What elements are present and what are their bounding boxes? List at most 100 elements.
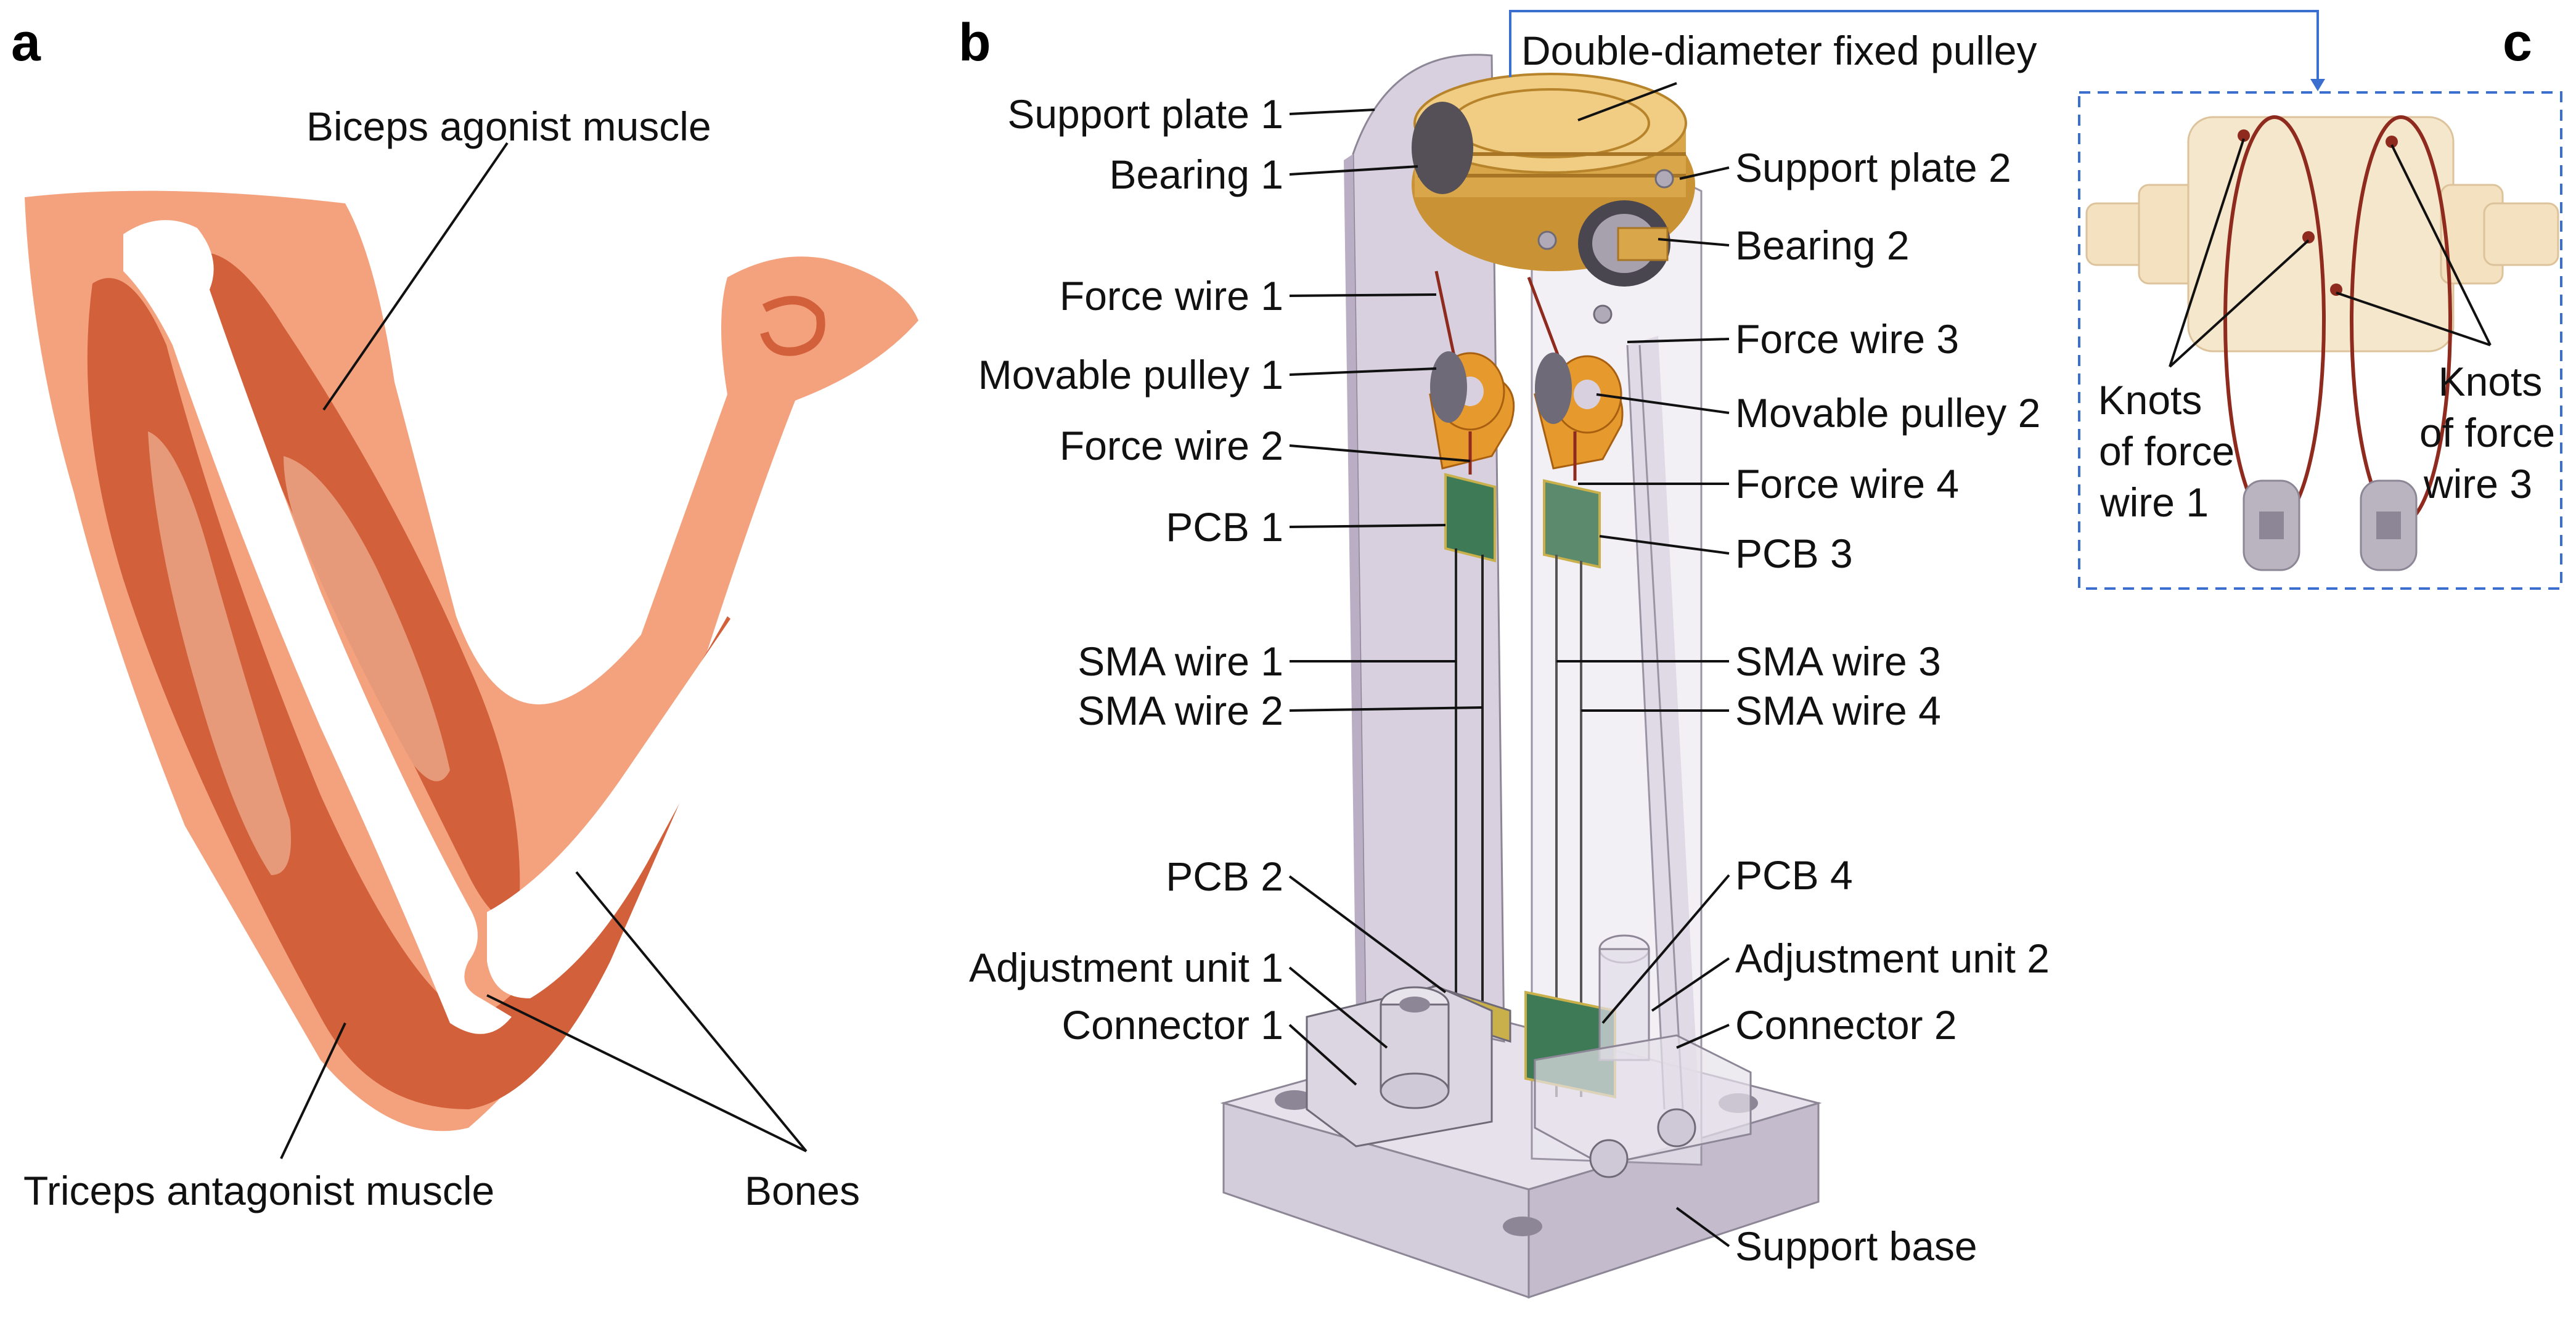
leader-force-wire-2: [1289, 444, 1471, 462]
bolt: [1589, 1139, 1629, 1178]
label-knots-3-line-3: wire 3: [2423, 461, 2532, 507]
movable-pulley-2: [1534, 353, 1624, 470]
bolt: [1654, 169, 1674, 189]
leader-bones-2: [486, 994, 807, 1152]
force-wire-3-lower-2: [1638, 344, 1684, 1110]
knot-marker: [2302, 231, 2315, 243]
triceps-inner: [148, 431, 291, 875]
label-bearing-1: Bearing 1: [1109, 152, 1283, 197]
panel-c-closeup: [2078, 91, 2562, 590]
leader-bearing-1: [1289, 165, 1418, 176]
label-sma-wire-1: SMA wire 1: [1077, 638, 1283, 684]
leader-pcb-4: [1601, 874, 1730, 1024]
biceps-inner: [284, 456, 450, 781]
label-force-wire-3: Force wire 3: [1735, 316, 1959, 362]
label-support-plate-1: Support plate 1: [1007, 91, 1283, 137]
panel-a-arm: [25, 142, 918, 1159]
label-connector-1: Connector 1: [1061, 1002, 1283, 1048]
label-biceps: Biceps agonist muscle: [306, 104, 711, 149]
leader-knots-1b: [2169, 239, 2310, 368]
label-sma-wire-3: SMA wire 3: [1735, 638, 1941, 684]
bearing-1: [1412, 102, 1473, 194]
panel-label-a: a: [11, 13, 41, 72]
adjustment-unit-1: [1380, 986, 1450, 1109]
leader-pcb-1: [1289, 524, 1446, 528]
lower-pulley-left: [2243, 479, 2300, 571]
leader-knots-3a: [2390, 144, 2492, 346]
label-pcb-3: PCB 3: [1735, 531, 1853, 576]
bolt: [1657, 1108, 1696, 1148]
leader-connector-2: [1676, 1024, 1730, 1049]
leader-movable-pulley-1: [1289, 367, 1437, 376]
panel-label-b: b: [959, 13, 991, 72]
label-connector-2: Connector 2: [1735, 1002, 1957, 1048]
support-plate-1-side: [1344, 154, 1365, 1017]
callout-connector: [1509, 10, 2319, 86]
adjustment-unit-2: [1598, 934, 1650, 1061]
label-knots-1-line-1: Knots: [2098, 377, 2202, 423]
leader-knots-1a: [2169, 138, 2245, 367]
label-adjustment-unit-1: Adjustment unit 1: [969, 945, 1283, 990]
bolt: [1593, 304, 1613, 324]
label-knots-3-line-2: of force: [2419, 410, 2555, 455]
label-force-wire-4: Force wire 4: [1735, 461, 1959, 507]
panel-b-left-labels: Support plate 1 Bearing 1 Force wire 1 M…: [969, 91, 1283, 1048]
label-support-plate-2: Support plate 2: [1735, 145, 2011, 190]
label-support-base: Support base: [1735, 1223, 1977, 1269]
leader-adjustment-unit-1: [1288, 966, 1388, 1049]
knot-marker: [2386, 136, 2398, 148]
leader-connector-1: [1288, 1024, 1357, 1086]
forearm-bone: [487, 541, 808, 998]
base-hole: [1503, 1217, 1542, 1236]
leader-force-wire-1: [1289, 293, 1437, 297]
label-knots-1-line-2: of force: [2099, 428, 2235, 474]
label-pcb-1: PCB 1: [1166, 504, 1283, 550]
bolt: [1537, 230, 1557, 250]
movable-pulley-1: [1429, 351, 1515, 470]
panel-c-labels: Knots of force wire 1 Knots of force wir…: [2098, 359, 2555, 525]
leader-pcb-3: [1599, 535, 1730, 555]
panel-b-assembly: [1220, 10, 2325, 1299]
pcb-1: [1444, 473, 1496, 563]
label-pcb-2: PCB 2: [1166, 854, 1283, 899]
leader-sma-wire-2: [1289, 706, 1483, 712]
leader-biceps: [322, 142, 509, 411]
label-pcb-4: PCB 4: [1735, 852, 1853, 898]
label-bearing-2: Bearing 2: [1735, 222, 1910, 268]
label-bones: Bones: [745, 1168, 860, 1213]
leader-double-pulley: [1577, 82, 1677, 121]
knot-marker: [2238, 129, 2250, 142]
leader-bearing-2: [1658, 238, 1730, 247]
label-knots-1-line-3: wire 1: [2100, 479, 2209, 525]
label-force-wire-2: Force wire 2: [1060, 423, 1283, 468]
leader-force-wire-3: [1627, 338, 1730, 343]
label-force-wire-1: Force wire 1: [1060, 273, 1283, 319]
base-hole: [1275, 1090, 1314, 1110]
callout-arrowhead: [2310, 79, 2325, 91]
leader-movable-pulley-2: [1596, 393, 1730, 414]
label-sma-wire-2: SMA wire 2: [1077, 688, 1283, 733]
support-plate-2-inner: [1627, 336, 1701, 1152]
label-knots-3-line-1: Knots: [2439, 359, 2543, 404]
leader-bones-1: [575, 871, 808, 1152]
leader-pcb-2: [1288, 875, 1447, 993]
hand-curl: [760, 296, 825, 356]
leader-adjustment-unit-2: [1651, 957, 1730, 1012]
label-movable-pulley-1: Movable pulley 1: [978, 352, 1283, 398]
lower-pulley-right: [2360, 479, 2418, 571]
support-plate-1: [1352, 54, 1505, 1043]
connector-2: [1534, 1034, 1752, 1166]
humerus-bone: [123, 220, 512, 1034]
label-adjustment-unit-2: Adjustment unit 2: [1735, 936, 2050, 981]
bearing-2: [1578, 200, 1670, 287]
panel-b-right-labels: Double-diameter fixed pulley Support pla…: [1521, 28, 2050, 1269]
label-movable-pulley-2: Movable pulley 2: [1735, 390, 2040, 436]
panel-c-frame: [2078, 91, 2562, 590]
panel-label-c: c: [2503, 13, 2532, 72]
force-wire-3-lower: [1626, 344, 1666, 1110]
label-triceps: Triceps antagonist muscle: [23, 1168, 494, 1213]
leader-support-plate-2: [1679, 166, 1730, 180]
leader-support-base: [1675, 1207, 1730, 1247]
leader-knots-3b: [2336, 292, 2491, 346]
